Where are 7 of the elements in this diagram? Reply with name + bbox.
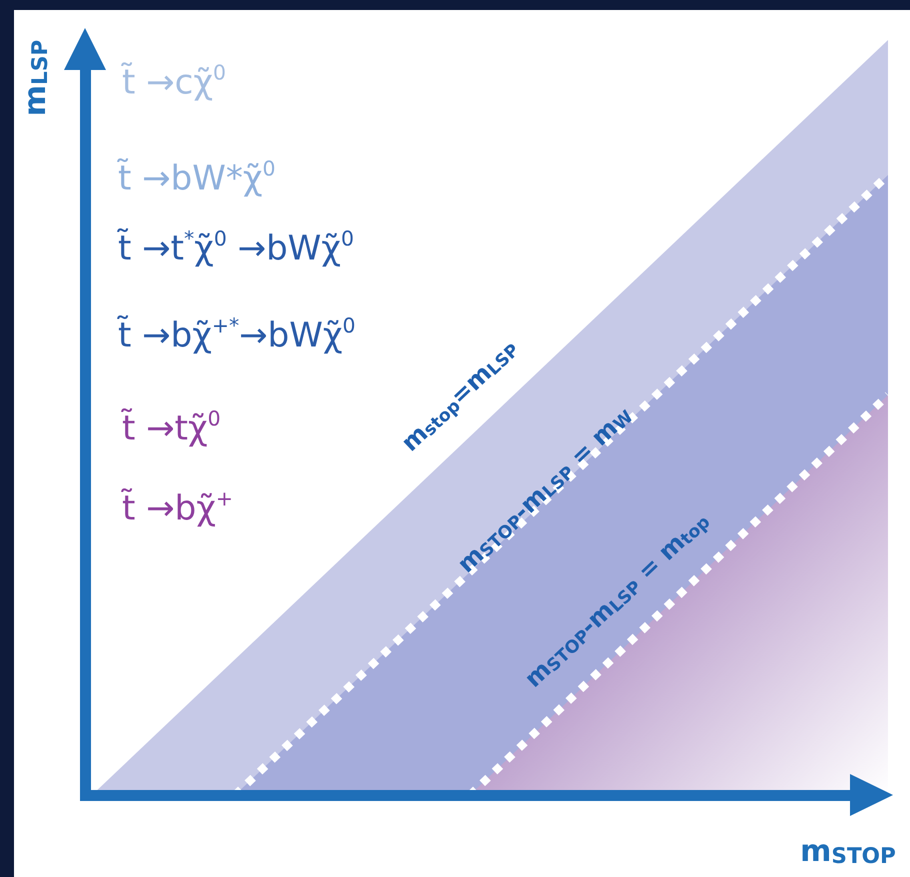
decay-label: t̃ →bχ̃$^{+*}$→bWχ̃$^{0}$ [118,313,356,357]
decay-label: t̃ →tχ̃$^{0}$ [122,406,221,450]
decay-label: t̃ →cχ̃$^{0}$ [122,60,226,104]
decay-label: t̃ →bW*χ̃$^{0}$ [118,156,276,200]
axis-label: m$_{STOP}$ [800,834,896,870]
decay-label: t̃ →bχ̃$^{+}$ [122,486,233,530]
decay-label: t̃ →t$^{*}$χ̃$^{0}$ →bWχ̃$^{0}$ [118,226,354,270]
